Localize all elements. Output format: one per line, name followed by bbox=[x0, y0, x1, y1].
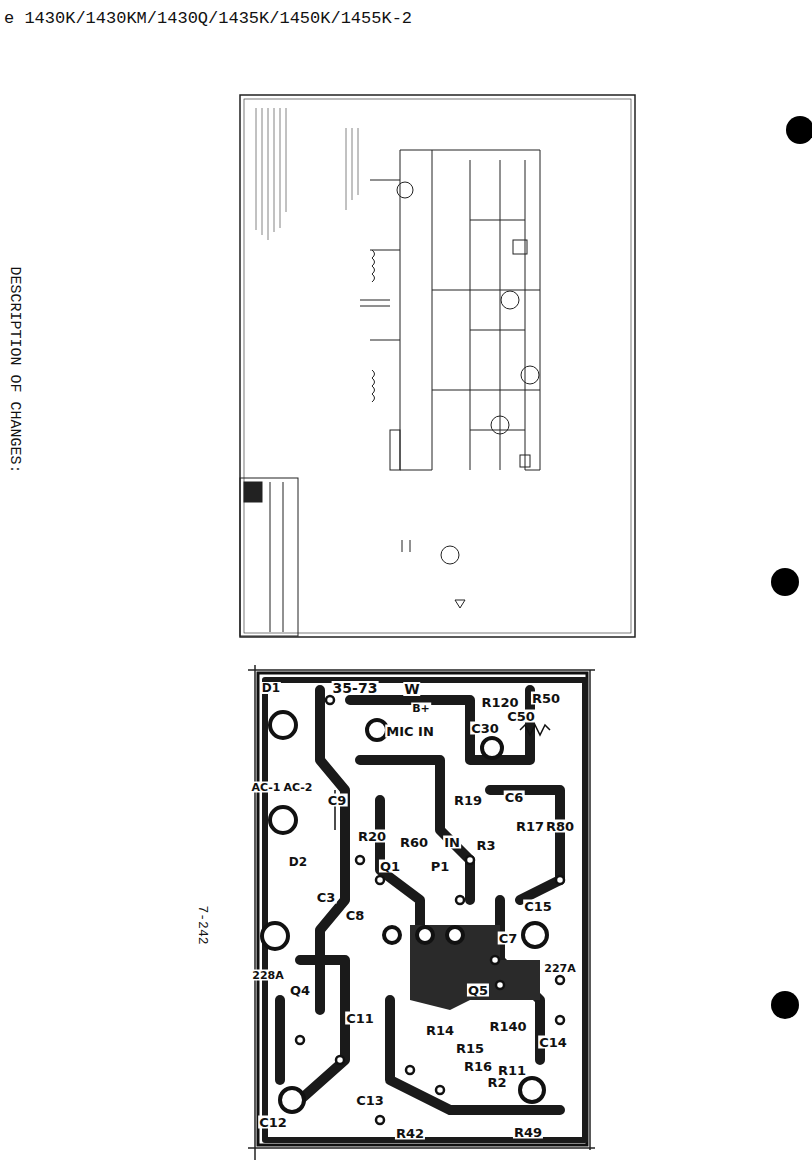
part-label: C8 bbox=[345, 909, 366, 922]
board-number: 35-73 bbox=[332, 681, 379, 695]
vertical-note: DESCRIPTION OF CHANGES: bbox=[7, 266, 22, 473]
part-label: R50 bbox=[531, 692, 561, 705]
pad-label: B+ bbox=[411, 703, 431, 714]
part-label: R14 bbox=[425, 1024, 455, 1037]
pad-label: AC-1 bbox=[250, 782, 281, 793]
part-label: R42 bbox=[395, 1127, 425, 1140]
part-label: 227A bbox=[543, 963, 576, 974]
schematic bbox=[240, 95, 635, 637]
pad-label: AC-2 bbox=[282, 782, 313, 793]
part-label: R11 bbox=[497, 1064, 527, 1077]
part-label: R15 bbox=[455, 1042, 485, 1055]
part-label: Q1 bbox=[379, 860, 401, 873]
pcb-layout bbox=[248, 665, 595, 1160]
part-label: C7 bbox=[498, 932, 519, 945]
pad-label: P1 bbox=[430, 860, 451, 873]
part-label: D2 bbox=[288, 856, 308, 868]
part-label: C9 bbox=[327, 794, 348, 807]
part-label: R60 bbox=[399, 836, 429, 849]
punch-hole bbox=[786, 116, 812, 144]
part-label: C13 bbox=[355, 1094, 385, 1107]
punch-hole bbox=[771, 991, 799, 1019]
part-label: Q5 bbox=[467, 984, 489, 997]
part-label: 228A bbox=[251, 970, 284, 981]
part-label: R2 bbox=[486, 1076, 507, 1089]
part-label: C6 bbox=[504, 791, 525, 804]
part-label: R20 bbox=[357, 830, 387, 843]
part-label: R19 bbox=[453, 794, 483, 807]
pcb-marking: W bbox=[403, 682, 420, 696]
jack-label: MIC IN bbox=[385, 725, 435, 738]
part-label: R120 bbox=[480, 696, 519, 709]
part-label: R3 bbox=[475, 839, 496, 852]
part-label: C50 bbox=[506, 710, 536, 723]
part-label: D1 bbox=[261, 682, 281, 694]
part-label: R17 bbox=[515, 820, 545, 833]
part-label: C3 bbox=[316, 891, 337, 904]
pad-label: IN bbox=[443, 836, 461, 849]
part-label: C30 bbox=[470, 722, 500, 735]
page-number: 7-242 bbox=[196, 905, 209, 944]
part-label: R49 bbox=[513, 1126, 543, 1139]
part-label: R140 bbox=[488, 1020, 527, 1033]
part-label: C11 bbox=[345, 1012, 375, 1025]
part-label: C15 bbox=[523, 900, 553, 913]
part-label: R80 bbox=[545, 820, 575, 833]
part-label: R16 bbox=[463, 1060, 493, 1073]
page-header: e 1430K/1430KM/1430Q/1435K/1450K/1455K-2 bbox=[4, 10, 412, 27]
part-label: C14 bbox=[538, 1036, 568, 1049]
punch-hole bbox=[771, 568, 799, 596]
part-label: Q4 bbox=[289, 984, 311, 997]
part-label: C12 bbox=[258, 1116, 288, 1129]
